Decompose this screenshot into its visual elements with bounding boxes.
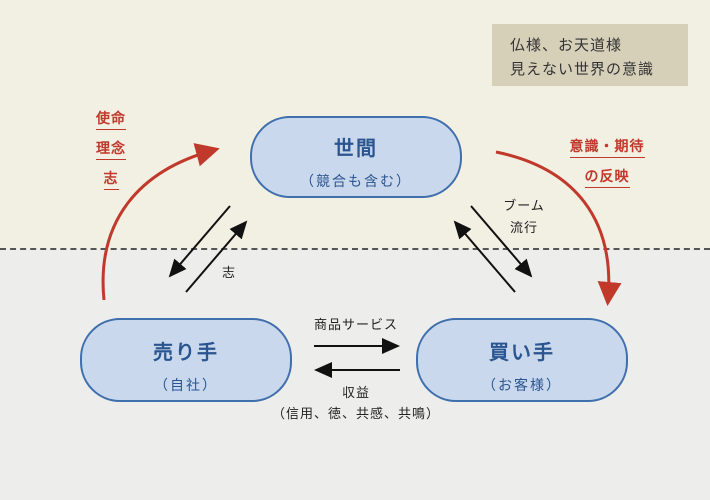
label-boom-1: ブーム (503, 199, 545, 214)
left-red-labels: 使命 理念 志 (86, 108, 136, 198)
label-awareness: 意識・期待 (569, 136, 645, 158)
node-seller-title: 売り手 (153, 340, 219, 364)
red-arrow-right (495, 150, 622, 306)
label-goods: 商品サービス (313, 318, 398, 333)
right-red-labels: 意識・期待 の反映 (552, 136, 662, 196)
node-seller-sub: （自社） (154, 378, 218, 394)
dashed-divider (0, 248, 710, 250)
node-buyer-title: 買い手 (489, 340, 555, 364)
node-seken-title: 世間 (334, 136, 378, 160)
label-reflection: の反映 (584, 166, 630, 188)
node-buyer-sub: （お客様） (482, 378, 562, 394)
label-aspiration: 志 (103, 168, 119, 190)
label-kokorozashi: 志 (222, 266, 237, 281)
node-seken: 世間 （競合も含む） (250, 116, 462, 198)
note-line-2: 見えない世界の意識 (510, 60, 655, 78)
label-boom-2: 流行 (509, 221, 538, 236)
node-seken-sub: （競合も含む） (300, 174, 412, 190)
arrow-seken-to-buyer (470, 205, 533, 278)
note-line-1: 仏様、お天道様 (510, 36, 623, 54)
label-boom: ブーム 流行 (494, 196, 554, 240)
node-seller: 売り手 （自社） (80, 318, 292, 402)
label-philosophy: 理念 (96, 138, 126, 160)
label-mission: 使命 (96, 108, 126, 130)
arrow-seken-to-seller (168, 205, 231, 278)
note-box: 仏様、お天道様 見えない世界の意識 (492, 24, 688, 86)
label-revenue: 収益 (341, 386, 370, 401)
label-revenue-sub: （信用、徳、共感、共鳴） (271, 407, 440, 422)
node-buyer: 買い手 （お客様） (416, 318, 628, 402)
red-arrow-left (101, 143, 220, 301)
arrow-seller-to-seken (185, 220, 248, 293)
arrow-buyer-to-seken (453, 220, 516, 293)
